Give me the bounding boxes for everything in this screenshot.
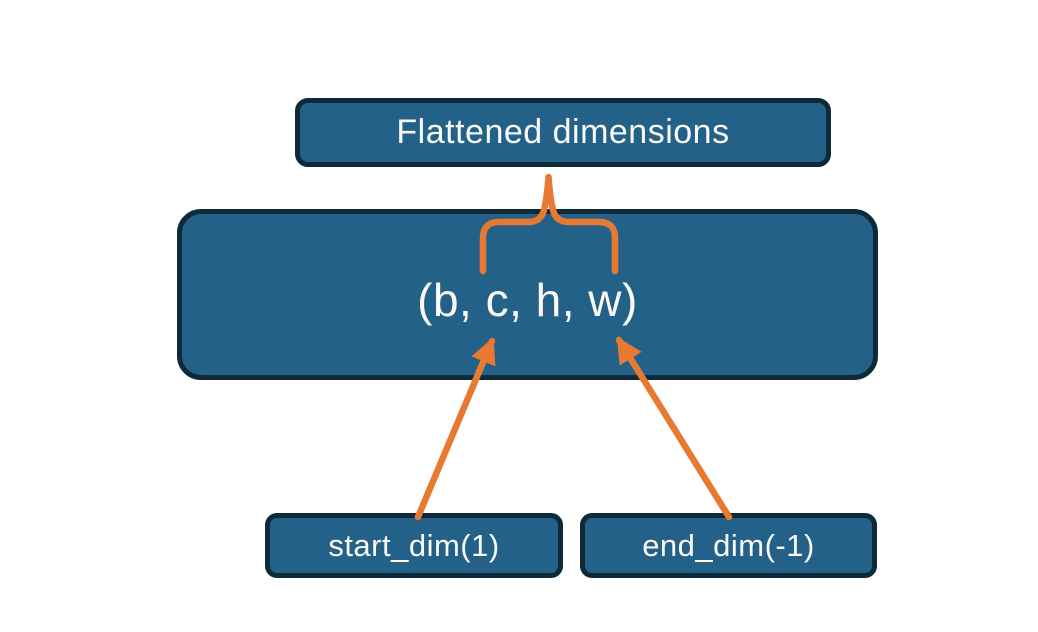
flattened-dimensions-label: Flattened dimensions <box>396 113 730 151</box>
flattened-dimensions-box: Flattened dimensions <box>295 98 831 167</box>
tensor-shape-box: (b, c, h, w) <box>177 209 878 380</box>
tensor-shape-label: (b, c, h, w) <box>417 273 638 326</box>
end-dim-box: end_dim(-1) <box>580 513 877 578</box>
start-dim-label: start_dim(1) <box>328 527 500 563</box>
start-dim-box: start_dim(1) <box>265 513 563 578</box>
end-dim-label: end_dim(-1) <box>642 527 815 563</box>
